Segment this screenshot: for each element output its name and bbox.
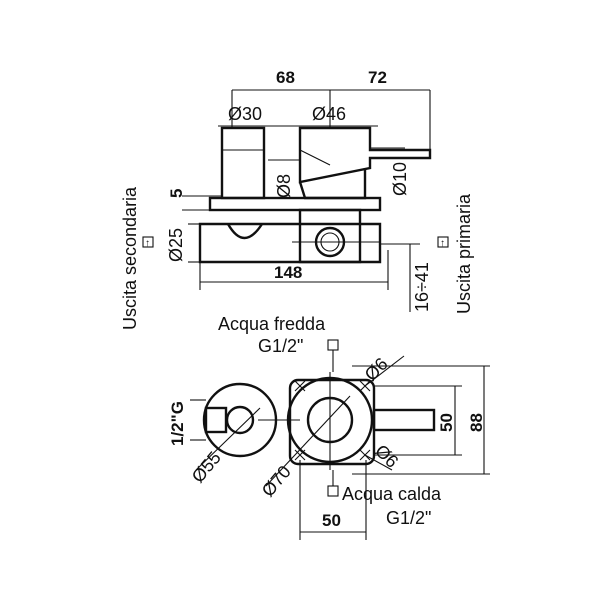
arrow-icon: ↑ xyxy=(440,238,445,249)
secondary-handle xyxy=(220,126,266,200)
dim-d46: Ø46 xyxy=(312,104,346,124)
hot-arrow-box xyxy=(327,485,339,497)
dim-50-horizontal: 50 xyxy=(322,511,341,530)
dim-5: 5 xyxy=(167,189,186,198)
dim-68: 68 xyxy=(276,68,295,87)
dim-148: 148 xyxy=(274,263,302,282)
dim-d6-bottom: Ø6 xyxy=(371,441,402,472)
dim-16-41: 16÷41 xyxy=(412,262,432,312)
mount-hole xyxy=(294,380,371,461)
dim-88: 88 xyxy=(467,413,486,432)
dim-d10: Ø10 xyxy=(390,162,410,196)
label-cold-thread: G1/2" xyxy=(258,336,303,356)
label-uscita-secondaria: Uscita secondaria xyxy=(120,186,140,330)
dim-d25: Ø25 xyxy=(166,228,186,262)
secondary-arrow-box xyxy=(142,236,154,248)
label-hot-thread: G1/2" xyxy=(386,508,431,528)
dim-d8: Ø8 xyxy=(274,174,294,198)
label-acqua-fredda: Acqua fredda xyxy=(218,314,326,334)
dim-half-g: 1/2"G xyxy=(168,401,187,446)
primary-lever-top xyxy=(372,408,436,432)
primary-arrow-box xyxy=(437,236,449,248)
dim-50-vertical: 50 xyxy=(437,413,456,432)
dim-d55: Ø55 xyxy=(188,448,225,487)
cold-arrow-box xyxy=(327,339,339,351)
arrow-icon: ↑ xyxy=(145,238,150,249)
side-view: 68 72 Ø30 Ø46 Ø8 Ø10 5 Ø25 xyxy=(120,68,474,330)
primary-lever xyxy=(298,126,432,184)
wall-plate xyxy=(208,196,382,212)
label-acqua-calda: Acqua calda xyxy=(342,484,442,504)
front-view: Acqua fredda G1/2" 1/2"G Ø55 Ø6 Ø6 xyxy=(168,314,490,540)
dim-d70: Ø70 xyxy=(258,462,295,501)
dim-d30: Ø30 xyxy=(228,104,262,124)
dim-72: 72 xyxy=(368,68,387,87)
valve-body xyxy=(198,222,382,264)
label-uscita-primaria: Uscita primaria xyxy=(454,193,474,314)
